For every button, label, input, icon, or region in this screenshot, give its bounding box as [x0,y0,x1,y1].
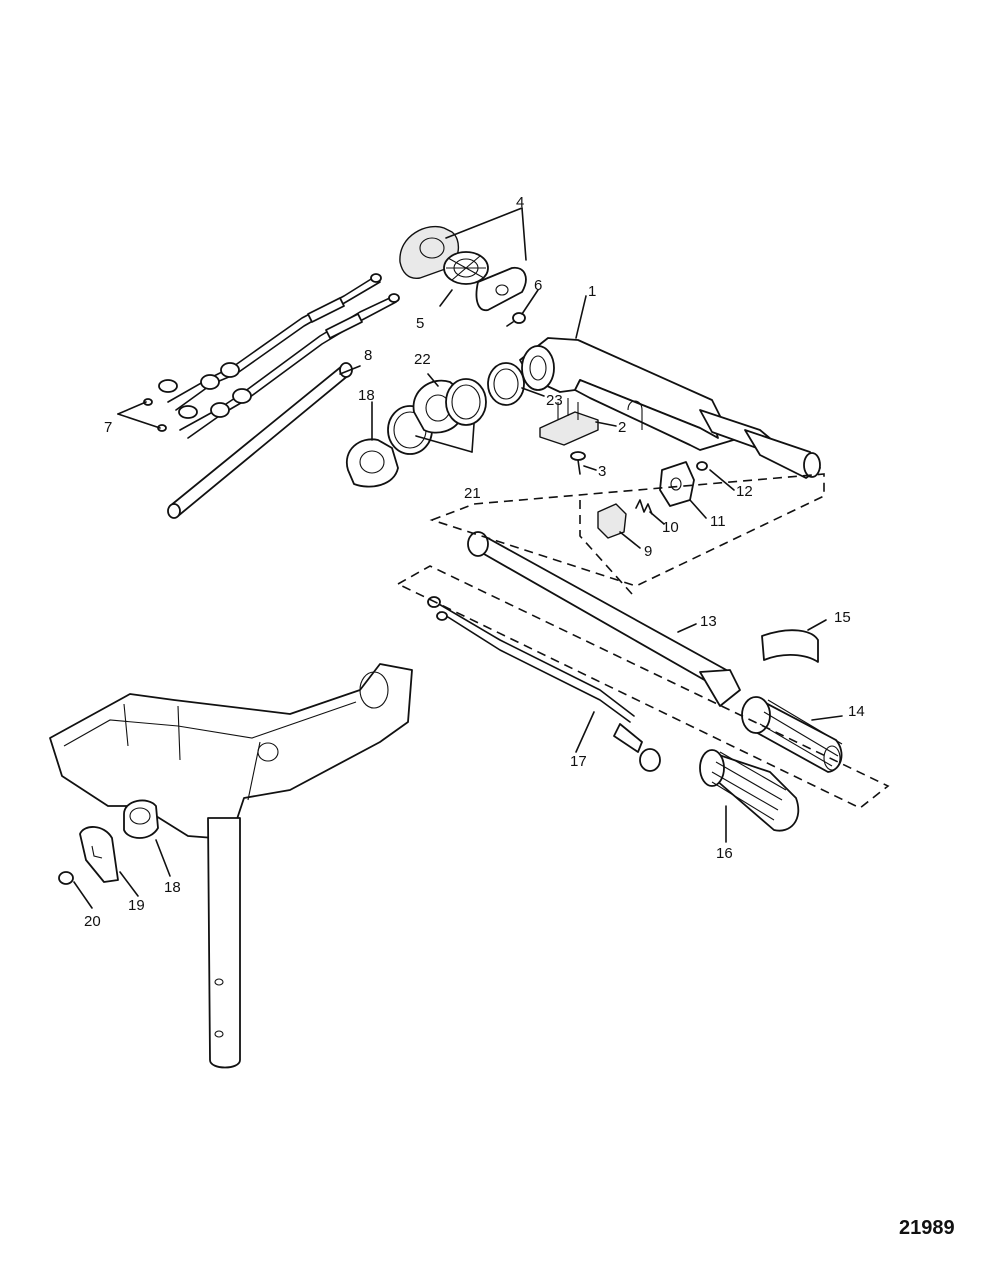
callout-20: 20 [84,913,101,930]
clamp-part [659,461,695,507]
screw-part [506,312,526,327]
callout-5: 5 [416,315,424,332]
throttle-grip-part [741,696,843,773]
stop-switch-harness-part [427,596,661,772]
washer-part [487,362,525,406]
lock-plate-part [79,826,119,883]
callout-18-lower: 18 [164,879,181,896]
callout-16: 16 [716,845,733,862]
decal-part [761,629,819,663]
callout-23: 23 [546,392,563,409]
friction-block-part [539,398,599,446]
callout-18-upper: 18 [358,387,375,404]
stop-switch-part [597,503,627,539]
gear-part [443,251,489,285]
callout-9: 9 [644,543,652,560]
callout-19: 19 [128,897,145,914]
callout-8: 8 [364,347,372,364]
grip-sleeve-part [699,749,800,832]
callout-6: 6 [534,277,542,294]
callout-1: 1 [588,283,596,300]
callout-2: 2 [618,419,626,436]
callout-7: 7 [104,419,112,436]
callout-4: 4 [516,194,524,211]
screw-part [58,871,74,885]
spring-part [635,499,653,515]
callout-3: 3 [598,463,606,480]
fuel-hose-part [167,362,353,519]
screw-part [570,451,586,475]
steering-bracket-part [49,663,413,1069]
callout-labels: 1 2 3 4 5 6 7 8 9 10 11 12 13 14 15 16 1… [84,194,865,930]
throttle-shaft-part [467,531,741,707]
callout-17: 17 [570,753,587,770]
washer-part [445,378,487,426]
tiller-arm-part [519,337,821,479]
callout-21: 21 [464,485,481,502]
screw-part [696,461,708,471]
callout-22: 22 [414,351,431,368]
callout-12: 12 [736,483,753,500]
group-outline [396,473,890,809]
callout-11: 11 [710,513,726,530]
callout-15: 15 [834,609,851,626]
leader-lines [73,207,843,909]
throttle-cables-part [143,273,400,439]
bushing-part [345,438,399,488]
callout-13: 13 [700,613,717,630]
callout-14: 14 [848,703,865,720]
cam-plate-part [475,266,527,312]
figure-number: 21989 [899,1217,955,1239]
callout-10: 10 [662,519,679,536]
bushing-part [123,799,159,839]
